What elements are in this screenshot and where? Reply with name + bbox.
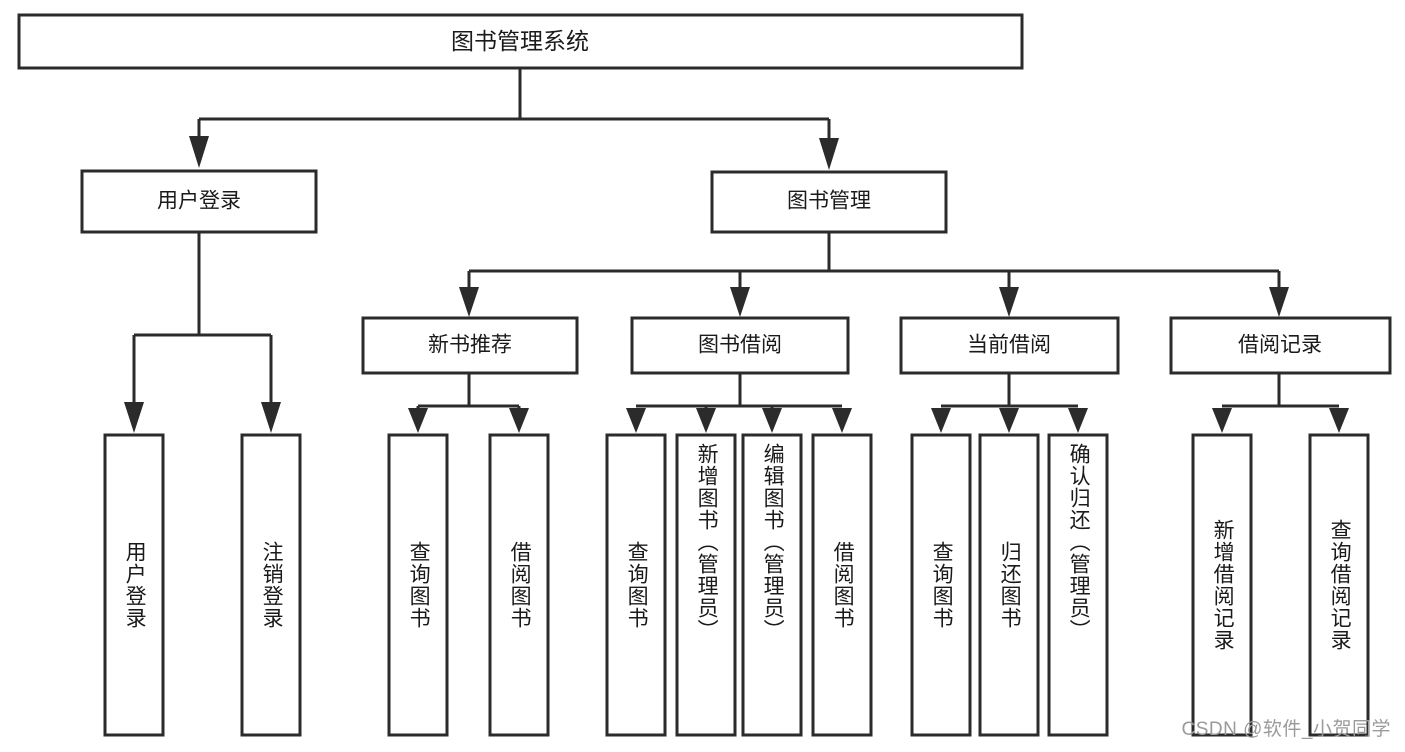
node-current-borrow[interactable]: 当前借阅 xyxy=(899,316,1120,375)
arrow-head-book-borrow xyxy=(730,287,750,317)
node-current-borrow-label: 当前借阅 xyxy=(967,334,1051,357)
leaf-box-br-query-record[interactable] xyxy=(1308,433,1370,737)
arrow-head-new-book-recommend xyxy=(459,287,479,317)
csdn-watermark: CSDN @软件_小贺同学 xyxy=(1181,719,1391,740)
node-new-book-recommend[interactable]: 新书推荐 xyxy=(361,316,579,375)
node-new-book-recommend-box[interactable] xyxy=(361,316,579,375)
node-borrow-record-label: 借阅记录 xyxy=(1238,334,1322,357)
leaf-box-bb-borrow-book[interactable] xyxy=(811,433,873,737)
arrow-head-leaf-logout xyxy=(261,402,281,433)
connectors-group xyxy=(124,68,1349,433)
leaf-boxes-group xyxy=(103,433,1370,737)
arrow-head-nbr-leaf-1 xyxy=(408,408,428,433)
leaf-box-br-add-record[interactable] xyxy=(1191,433,1253,737)
arrow-head-nbr-leaf-2 xyxy=(509,408,529,433)
leaf-box-cb-confirm-return[interactable] xyxy=(1047,433,1109,737)
leaf-box-nbr-borrow-book[interactable] xyxy=(488,433,550,737)
leaf-box-bb-add-book[interactable] xyxy=(675,433,737,737)
node-root-box[interactable] xyxy=(17,13,1024,70)
node-user-login-label: 用户登录 xyxy=(157,190,241,213)
node-book-borrow-box[interactable] xyxy=(630,316,850,375)
arrow-head-current-borrow xyxy=(999,287,1019,317)
node-borrow-record[interactable]: 借阅记录 xyxy=(1169,316,1392,375)
node-book-manage-label: 图书管理 xyxy=(787,190,871,213)
node-new-book-recommend-label: 新书推荐 xyxy=(428,334,512,357)
arrow-head-cb-leaf-3 xyxy=(1068,408,1088,433)
arrow-head-borrow-record xyxy=(1269,287,1289,317)
leaf-box-nbr-query-book[interactable] xyxy=(387,433,449,737)
leaf-box-cb-query-book[interactable] xyxy=(910,433,972,737)
node-borrow-record-box[interactable] xyxy=(1169,316,1392,375)
leaf-box-bb-edit-book[interactable] xyxy=(741,433,803,737)
node-book-borrow-label: 图书借阅 xyxy=(698,334,782,357)
arrow-head-bb-leaf-4 xyxy=(832,408,852,433)
leaf-box-user-login[interactable] xyxy=(103,433,165,737)
node-user-login[interactable]: 用户登录 xyxy=(80,169,318,234)
node-book-borrow[interactable]: 图书借阅 xyxy=(630,316,850,375)
arrow-head-bb-leaf-3 xyxy=(762,408,782,433)
arrow-head-user-login xyxy=(189,136,209,168)
arrow-head-leaf-user-login xyxy=(124,402,144,433)
node-root[interactable]: 图书管理系统 xyxy=(17,13,1024,70)
arrow-head-br-leaf-2 xyxy=(1329,408,1349,433)
node-book-manage-box[interactable] xyxy=(710,170,948,234)
arrow-head-cb-leaf-2 xyxy=(999,408,1019,433)
node-book-manage[interactable]: 图书管理 xyxy=(710,170,948,234)
node-current-borrow-box[interactable] xyxy=(899,316,1120,375)
leaf-box-bb-query-book[interactable] xyxy=(605,433,667,737)
node-user-login-box[interactable] xyxy=(80,169,318,234)
leaf-box-cb-return-book[interactable] xyxy=(978,433,1040,737)
arrow-head-book-manage xyxy=(819,138,839,170)
arrow-head-bb-leaf-2 xyxy=(696,408,716,433)
arrow-head-br-leaf-1 xyxy=(1212,408,1232,433)
arrow-head-bb-leaf-1 xyxy=(626,408,646,433)
arrow-head-cb-leaf-1 xyxy=(931,408,951,433)
node-root-label: 图书管理系统 xyxy=(451,28,589,54)
leaf-box-logout[interactable] xyxy=(240,433,302,737)
